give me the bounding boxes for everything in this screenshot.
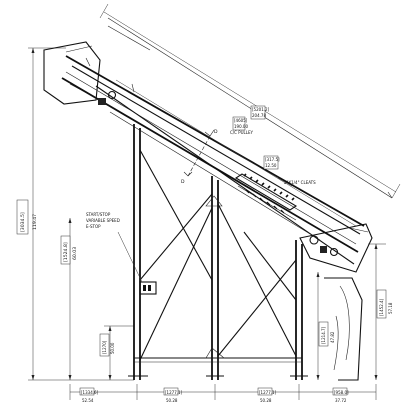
left-height-dimension: [3034.5] 119.47 bbox=[16, 47, 134, 381]
cc-pulley-in: 190.00 bbox=[234, 124, 248, 129]
outfeed-height-in: 47.82 bbox=[330, 331, 335, 343]
start-height-dimension: [1524.8] 60.03 bbox=[60, 218, 78, 380]
discharge-height-mm: [1452.4] bbox=[379, 298, 384, 316]
cc-pulley-label: C/C PULLEY bbox=[230, 130, 254, 135]
section-d-bottom: D bbox=[181, 179, 185, 185]
leg-height-dimension: [1270] 50.00 bbox=[99, 325, 134, 380]
discharge-chute bbox=[324, 277, 363, 381]
cleat-spacing-mm: [317.5] bbox=[265, 157, 280, 162]
overall-length-mm: [5201.2] bbox=[252, 107, 270, 112]
outfeed-height-dimension: [1214.7] 47.82 bbox=[316, 272, 335, 380]
leg-height-in: 50.00 bbox=[110, 342, 115, 354]
base-mid1-in: 50.28 bbox=[166, 398, 178, 403]
length-dimension: [5201.2] 204.78 [4605] 190.00 C/C PULLEY bbox=[99, 3, 401, 227]
section-line: D D bbox=[181, 129, 218, 185]
base-right-mm: [958.0] bbox=[334, 390, 349, 395]
tail-motor bbox=[309, 235, 319, 245]
leg-height-mm: [1270] bbox=[102, 340, 107, 354]
base-right-in: 37.72 bbox=[335, 398, 347, 403]
outfeed-height-mm: [1214.7] bbox=[321, 326, 326, 344]
cleats-label: 2"X1/4" CLEATS bbox=[284, 180, 316, 185]
start-height-mm: [1524.8] bbox=[63, 242, 69, 262]
discharge-height-in: 57.18 bbox=[388, 302, 393, 314]
base-mid2-mm: [1277.1] bbox=[259, 390, 277, 395]
control-label-line2: VARIABLE SPEED bbox=[86, 218, 120, 223]
support-stand bbox=[128, 124, 308, 380]
cc-pulley-mm: [4605] bbox=[234, 118, 248, 123]
control-label-line1: START/STOP bbox=[86, 212, 111, 217]
base-left-in: 52.54 bbox=[82, 398, 94, 403]
base-left-mm: [1334.6] bbox=[81, 390, 99, 395]
cleat-spacing-in: 12.50 bbox=[265, 163, 277, 168]
overall-height-mm: [3034.5] bbox=[20, 212, 26, 232]
base-mid1-mm: [1277.1] bbox=[165, 390, 183, 395]
section-d-top: D bbox=[214, 129, 218, 135]
overall-height-in: 119.47 bbox=[32, 214, 38, 230]
discharge-height-dimension: [1452.4] 57.18 bbox=[368, 243, 393, 380]
control-box: START/STOP VARIABLE SPEED E-STOP bbox=[86, 212, 157, 295]
conveyor-frame bbox=[61, 17, 393, 265]
tail-section bbox=[299, 223, 373, 273]
overall-length-in: 204.78 bbox=[252, 113, 266, 118]
head-pulley bbox=[107, 90, 117, 100]
tail-pulley bbox=[329, 247, 339, 257]
cleats: [317.5] 12.50 2"X1/4" CLEATS bbox=[234, 155, 316, 221]
base-mid2-in: 50.28 bbox=[260, 398, 272, 403]
start-height-in: 60.03 bbox=[72, 247, 78, 260]
control-label-line3: E-STOP bbox=[86, 224, 101, 229]
head-bearing bbox=[98, 98, 106, 105]
tail-bearing bbox=[320, 246, 327, 253]
base-dimensions: [1334.6] 52.54 [1277.1] 50.28 [1277.1] 5… bbox=[69, 384, 377, 403]
